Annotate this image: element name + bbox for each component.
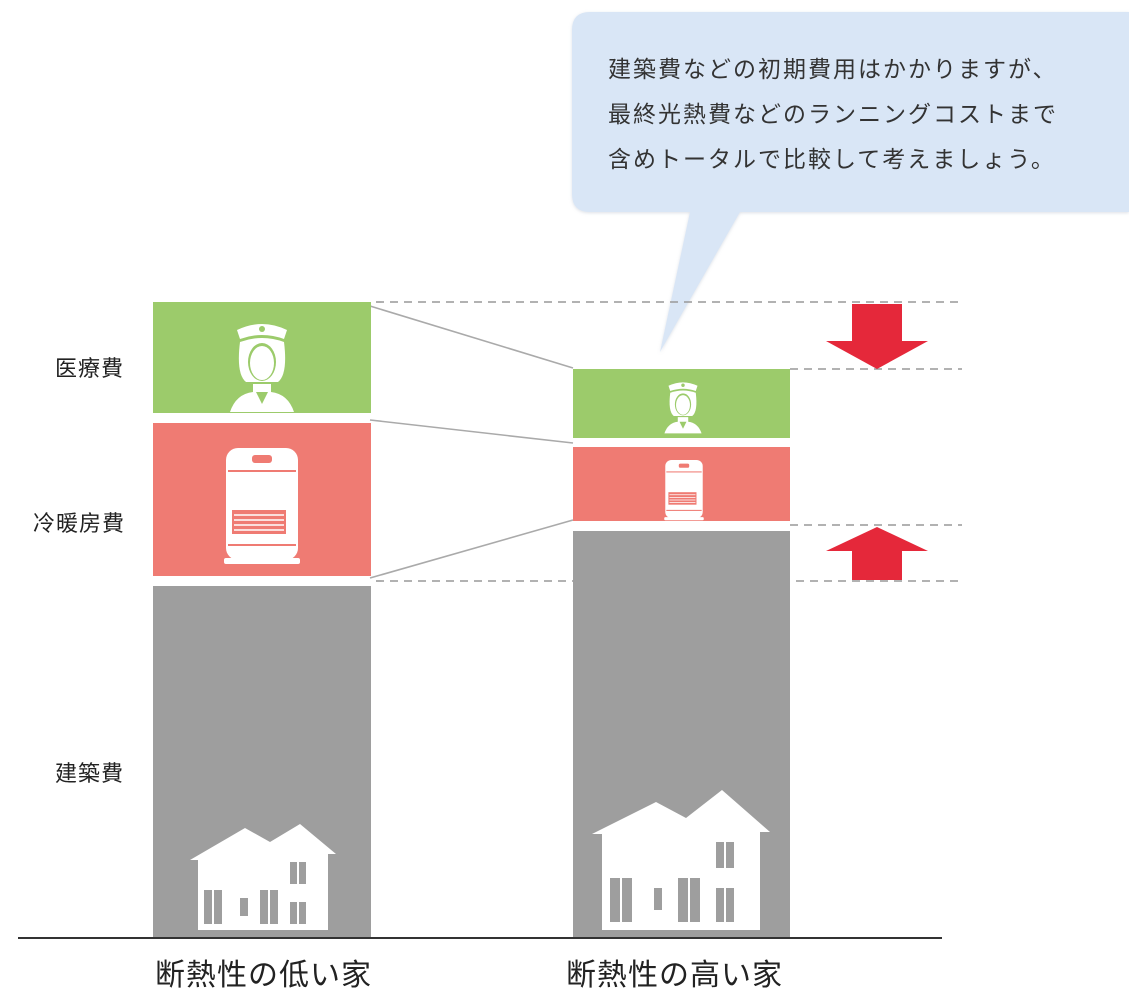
connector-lines xyxy=(369,305,574,579)
label-construction: 建築費 xyxy=(55,762,125,787)
callout-line-1: 建築費などの初期費用はかかりますが、 xyxy=(608,57,1058,83)
arrow-down-icon xyxy=(826,304,928,369)
label-high-insulation: 断熱性の高い家 xyxy=(566,958,783,993)
dashed-guides xyxy=(376,301,962,582)
callout-line-3: 含めトータルで比較して考えましょう。 xyxy=(608,147,1056,173)
arrow-up-icon xyxy=(826,527,928,580)
nurse-icon xyxy=(230,324,294,412)
callout-bubble xyxy=(572,12,1129,352)
house-icon xyxy=(190,824,336,930)
nurse-icon-small xyxy=(664,382,702,434)
house-icon-large xyxy=(592,790,770,930)
heater-icon xyxy=(224,448,300,564)
label-low-insulation: 断熱性の低い家 xyxy=(155,958,372,993)
callout-line-2: 最終光熱費などのランニングコストまで xyxy=(608,102,1058,128)
label-heating: 冷暖房費 xyxy=(33,512,126,537)
label-medical: 医療費 xyxy=(55,357,125,382)
heater-icon-small xyxy=(664,459,704,521)
callout-text: 建築費などの初期費用はかかりますが、 最終光熱費などのランニングコストまで 含め… xyxy=(608,48,1058,183)
